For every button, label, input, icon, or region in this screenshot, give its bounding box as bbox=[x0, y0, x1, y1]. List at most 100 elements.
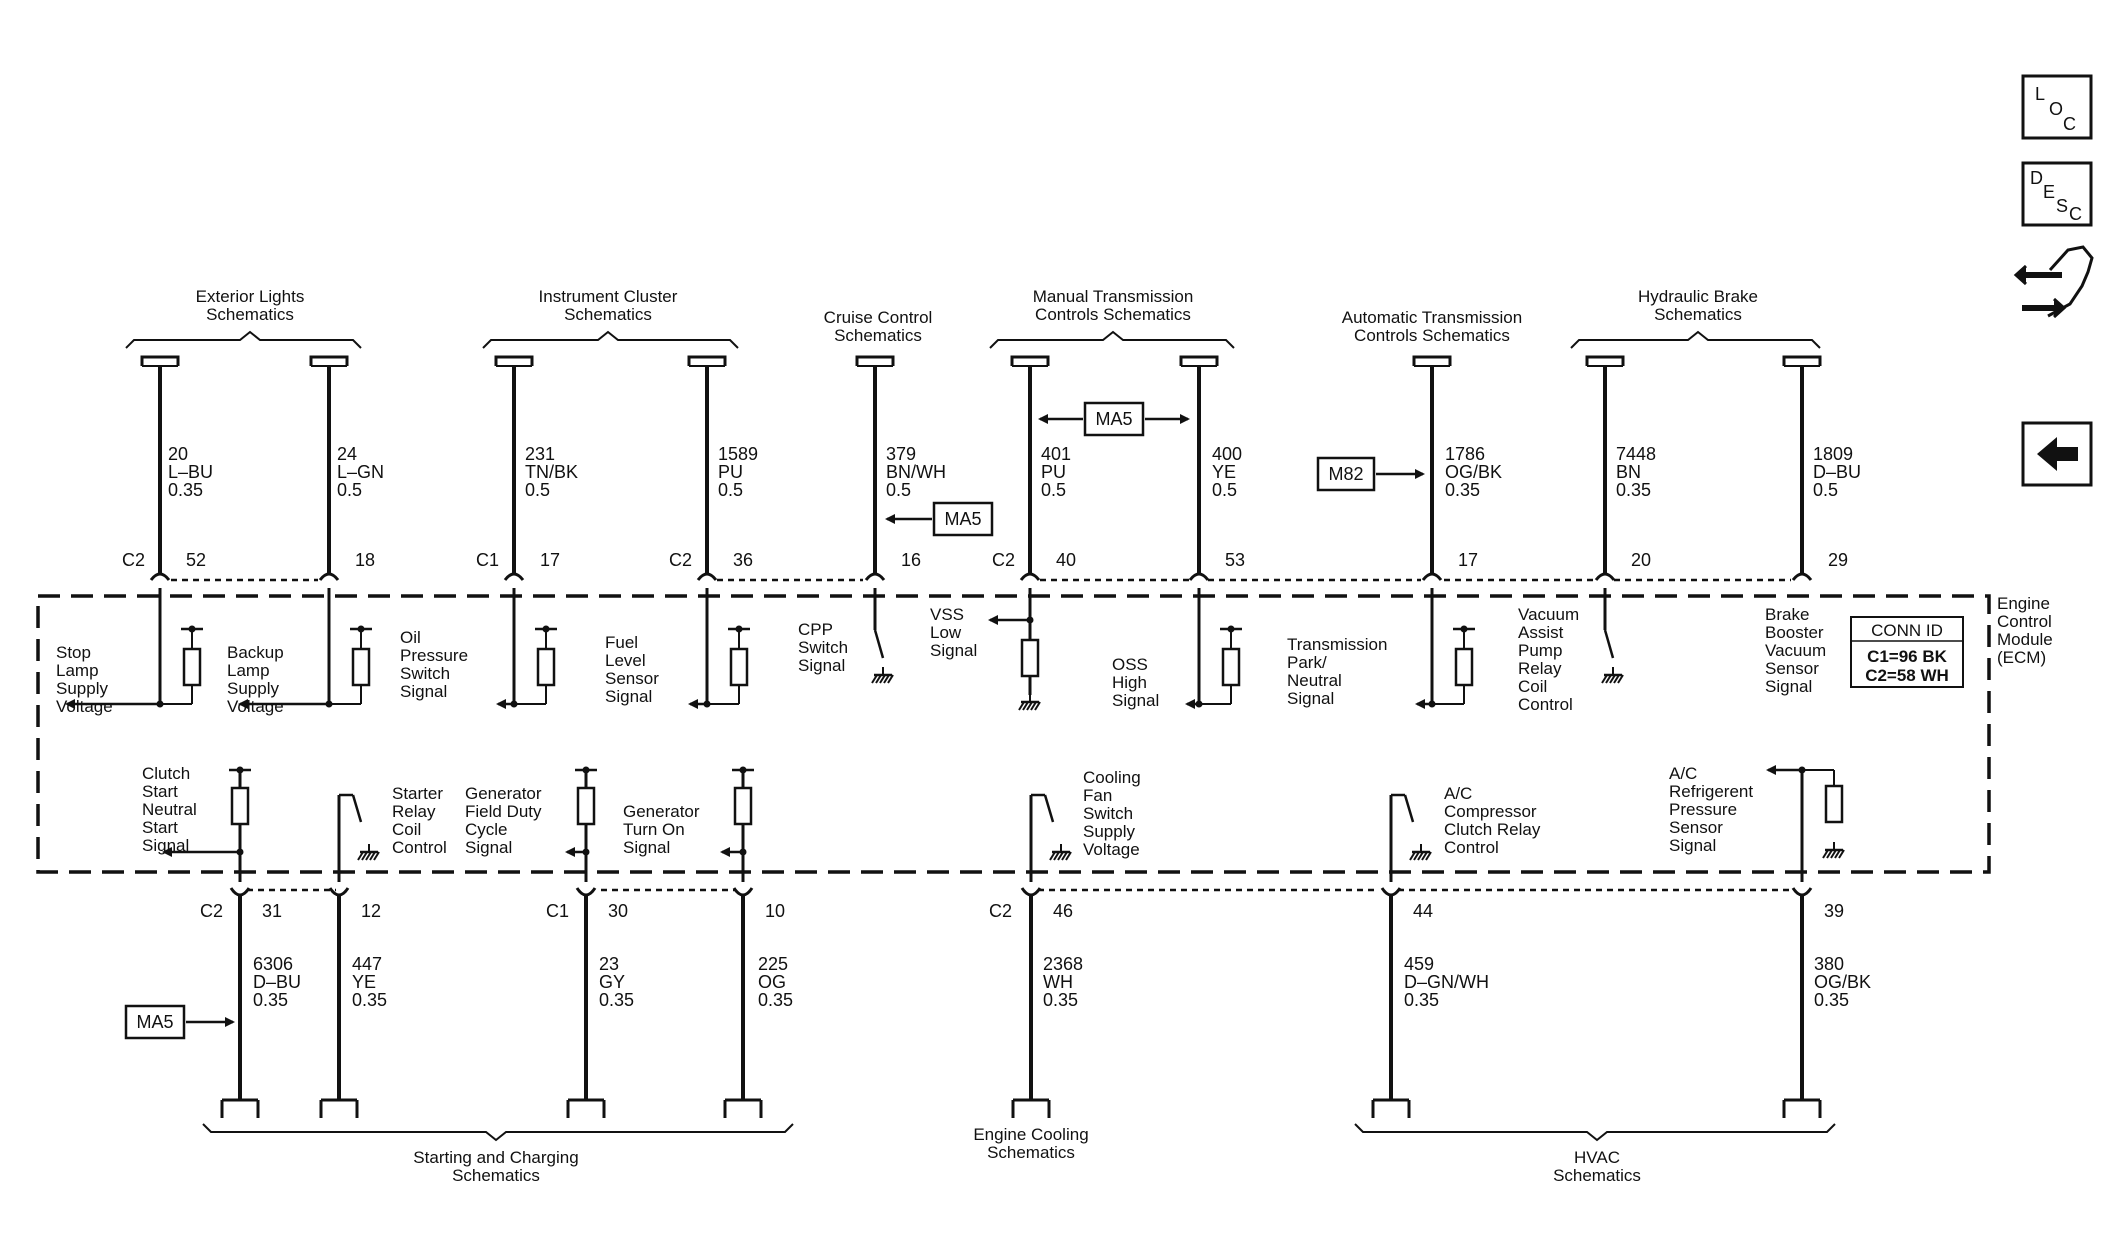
connector-pin-icon bbox=[1594, 572, 1616, 581]
connector-pin-icon bbox=[864, 572, 886, 581]
top-wire-8: 1786OG/BK0.3517TransmissionPark/NeutralS… bbox=[1287, 355, 1502, 709]
signal-label-line: Pressure bbox=[1669, 800, 1737, 819]
signal-label-line: Starter bbox=[392, 784, 443, 803]
signal-label-line: Sensor bbox=[605, 669, 659, 688]
loc-button[interactable]: L O C bbox=[2021, 74, 2093, 140]
svg-text:Engine: Engine bbox=[1997, 594, 2050, 613]
wire-color: OG/BK bbox=[1814, 972, 1871, 992]
svg-text:Hydraulic Brake: Hydraulic Brake bbox=[1638, 287, 1758, 306]
bottom-wire-7: 380OG/BK0.3539A/CRefrigerentPressureSens… bbox=[1669, 764, 1871, 1118]
pullup-resistor-icon bbox=[350, 625, 372, 687]
ecm-device bbox=[1029, 793, 1072, 882]
circuit-number: 379 bbox=[886, 444, 916, 464]
signal-label-line: Oil bbox=[400, 628, 421, 647]
terminal-icon bbox=[1371, 1100, 1411, 1118]
svg-text:S: S bbox=[2056, 196, 2068, 216]
svg-text:Instrument Cluster: Instrument Cluster bbox=[539, 287, 678, 306]
circuit-number: 400 bbox=[1212, 444, 1242, 464]
connector-view-icon[interactable] bbox=[2013, 245, 2094, 319]
ma5-ref-box-b[interactable]: MA5 bbox=[885, 501, 994, 537]
svg-text:E: E bbox=[2043, 182, 2055, 202]
signal-label-line: Switch bbox=[1083, 804, 1133, 823]
wire-color: PU bbox=[1041, 462, 1066, 482]
svg-text:Schematics: Schematics bbox=[206, 305, 294, 324]
pin-number: 12 bbox=[361, 901, 381, 921]
m82-ref-box[interactable]: M82 bbox=[1316, 456, 1425, 492]
terminal-icon bbox=[1179, 355, 1219, 366]
terminal-icon bbox=[566, 1100, 606, 1118]
svg-text:(ECM): (ECM) bbox=[1997, 648, 2046, 667]
terminal-icon bbox=[494, 355, 534, 366]
signal-label-line: Transmission bbox=[1287, 635, 1387, 654]
signal-label-line: Signal bbox=[1765, 677, 1812, 696]
signal-label-line: Signal bbox=[930, 641, 977, 660]
ecm-device bbox=[238, 588, 372, 709]
ecm-boundary bbox=[36, 594, 1991, 874]
circuit-number: 23 bbox=[599, 954, 619, 974]
wire-gauge: 0.35 bbox=[168, 480, 203, 500]
signal-label-line: Generator bbox=[623, 802, 700, 821]
svg-text:Schematics: Schematics bbox=[834, 326, 922, 345]
wire-gauge: 0.5 bbox=[337, 480, 362, 500]
ecm-device bbox=[565, 766, 597, 882]
signal-label-line: Compressor bbox=[1444, 802, 1537, 821]
pullup-resistor-icon bbox=[1220, 625, 1242, 687]
wire-gauge: 0.35 bbox=[1404, 990, 1439, 1010]
svg-text:M82: M82 bbox=[1328, 464, 1363, 484]
ma5-ref-box-a[interactable]: MA5 bbox=[1038, 401, 1190, 437]
wire-gauge: 0.35 bbox=[758, 990, 793, 1010]
signal-label-line: Stop bbox=[56, 643, 91, 662]
circuit-number: 1589 bbox=[718, 444, 758, 464]
wire-color: WH bbox=[1043, 972, 1073, 992]
ecm-device bbox=[162, 766, 251, 882]
bottom-header-brackets bbox=[202, 1123, 1836, 1142]
svg-text:MA5: MA5 bbox=[944, 509, 981, 529]
signal-label-line: Switch bbox=[400, 664, 450, 683]
circuit-number: 401 bbox=[1041, 444, 1071, 464]
desc-button[interactable]: D E S C bbox=[2021, 161, 2093, 227]
pin-number: 10 bbox=[765, 901, 785, 921]
signal-label-line: CPP bbox=[798, 620, 833, 639]
ground-icon bbox=[1018, 694, 1041, 711]
signal-label-line: Cycle bbox=[465, 820, 508, 839]
wire-color: YE bbox=[352, 972, 376, 992]
signal-label-line: Coil bbox=[1518, 677, 1547, 696]
signal-label-line: Vacuum bbox=[1765, 641, 1826, 660]
connector-id: C2 bbox=[200, 901, 223, 921]
wire-gauge: 0.5 bbox=[1813, 480, 1838, 500]
pin-number: 17 bbox=[1458, 550, 1478, 570]
connector-pin-icon bbox=[1421, 572, 1443, 581]
connector-pin-icon bbox=[575, 887, 597, 897]
top-wire-9: 7448BN0.3520VacuumAssistPumpRelayCoilCon… bbox=[1518, 355, 1656, 714]
pin-number: 29 bbox=[1828, 550, 1848, 570]
connector-id: C2 bbox=[989, 901, 1012, 921]
svg-text:Schematics: Schematics bbox=[1553, 1166, 1641, 1185]
ecm-device bbox=[1766, 765, 1845, 882]
signal-label-line: Brake bbox=[1765, 605, 1809, 624]
signal-label-line: Pump bbox=[1518, 641, 1562, 660]
signal-label-line: Level bbox=[605, 651, 646, 670]
ma5-ref-box-c[interactable]: MA5 bbox=[124, 1004, 235, 1040]
pin-number: 31 bbox=[262, 901, 282, 921]
connector-id: C2 bbox=[992, 550, 1015, 570]
signal-label-line: Signal bbox=[1669, 836, 1716, 855]
svg-text:C: C bbox=[2063, 114, 2076, 134]
wire-gauge: 0.35 bbox=[1616, 480, 1651, 500]
back-arrow-button[interactable] bbox=[2021, 421, 2093, 487]
svg-text:Automatic Transmission: Automatic Transmission bbox=[1342, 308, 1522, 327]
svg-text:Cruise Control: Cruise Control bbox=[824, 308, 933, 327]
pullup-resistor-icon bbox=[535, 625, 557, 687]
terminal-icon bbox=[1011, 1100, 1051, 1118]
